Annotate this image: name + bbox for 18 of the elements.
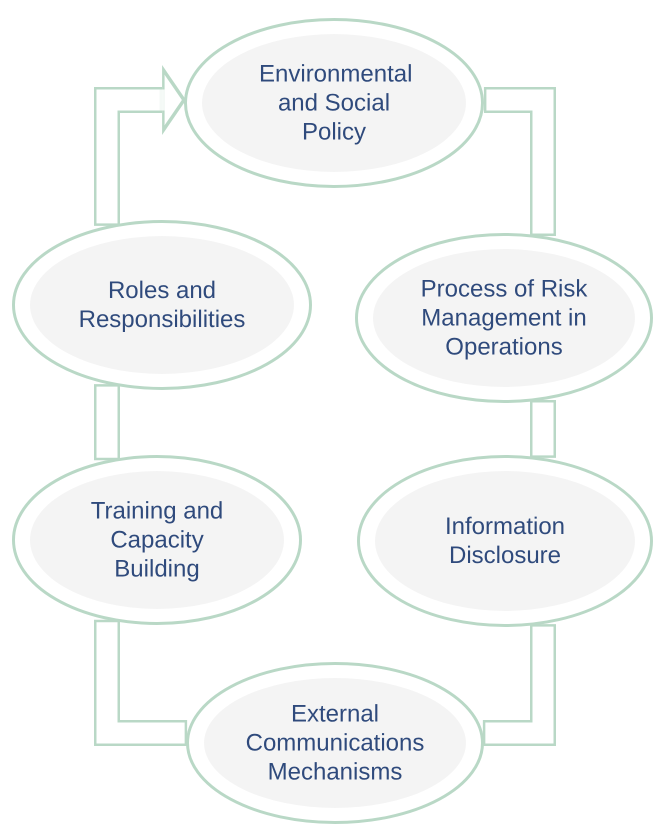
stage-ellipse bbox=[184, 18, 484, 188]
stage-ellipse bbox=[186, 662, 484, 824]
stage-ellipse bbox=[12, 455, 302, 625]
flow-connector bbox=[94, 65, 186, 226]
stage-ellipse bbox=[355, 233, 653, 403]
flow-connector bbox=[482, 624, 556, 746]
stage-label: Information Disclosure bbox=[444, 512, 566, 570]
flow-connector bbox=[530, 400, 556, 458]
stage-label: Process of Risk Management in Operations bbox=[420, 274, 588, 362]
stage-ellipse bbox=[12, 220, 312, 390]
stage-label: Environmental and Social Policy bbox=[258, 60, 414, 146]
stage-ellipse bbox=[357, 455, 653, 627]
stage-label: External Communications Mechanisms bbox=[244, 700, 426, 786]
flow-connector bbox=[94, 620, 188, 746]
flow-connector bbox=[484, 87, 556, 236]
stage-label: Training and Capacity Building bbox=[90, 496, 224, 584]
stage-label: Roles and Responsibilities bbox=[78, 276, 246, 334]
flow-connector bbox=[94, 384, 120, 460]
